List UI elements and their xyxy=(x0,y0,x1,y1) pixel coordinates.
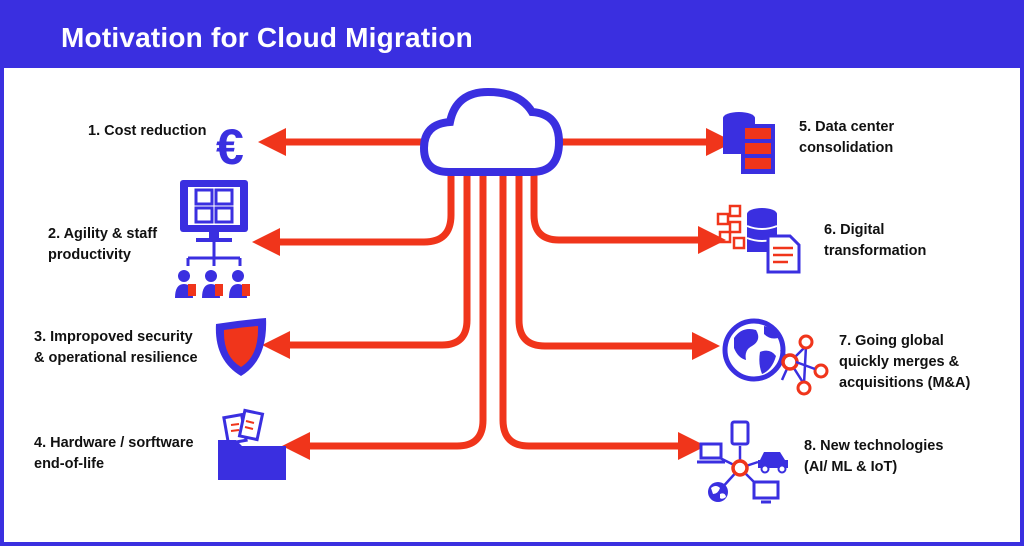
database-document-icon xyxy=(716,204,801,274)
label-new-technologies: 8. New technologies (AI/ ML & IoT) xyxy=(804,438,944,475)
connector-4 xyxy=(282,170,487,460)
iot-devices-icon xyxy=(697,420,788,504)
connector-3 xyxy=(262,170,471,359)
label-data-center: 5. Data center consolidation xyxy=(799,119,895,156)
label-security: 3. Impropoved security & operational res… xyxy=(34,329,198,366)
monitor-team-icon xyxy=(175,180,250,298)
label-digital-transformation: 6. Digital transformation xyxy=(824,222,927,259)
folder-icon xyxy=(218,408,286,480)
title-bar: Motivation for Cloud Migration xyxy=(4,0,1024,68)
diagram-canvas: € xyxy=(175,87,829,504)
globe-network-icon xyxy=(722,318,829,396)
connector-7 xyxy=(515,170,720,360)
label-end-of-life: 4. Hardware / sorftware end-of-life xyxy=(34,435,194,472)
euro-icon: € xyxy=(216,119,244,175)
label-cost-reduction: 1. Cost reduction xyxy=(88,123,207,139)
server-icon xyxy=(723,112,775,174)
shield-icon xyxy=(215,318,267,376)
label-agility: 2. Agility & staff productivity xyxy=(48,226,158,263)
connector-8 xyxy=(499,170,706,460)
cloud-icon xyxy=(419,87,564,176)
connector-6 xyxy=(530,170,726,254)
page-title: Motivation for Cloud Migration xyxy=(61,22,473,53)
label-going-global: 7. Going global quickly merges & acquisi… xyxy=(839,333,971,391)
connector-2 xyxy=(252,170,455,256)
